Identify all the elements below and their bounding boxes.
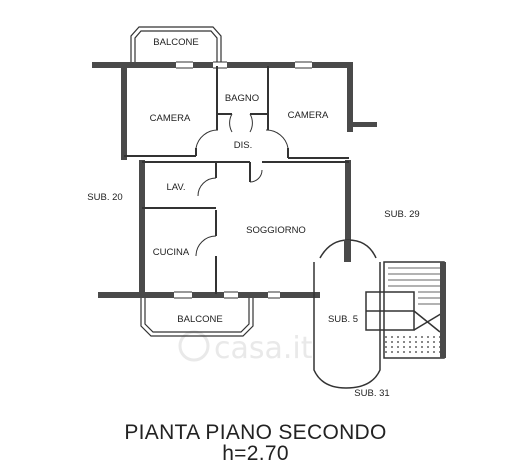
label-cucina: CUCINA xyxy=(153,247,190,258)
label-camera-right: CAMERA xyxy=(288,110,329,121)
balcony-top xyxy=(130,26,222,62)
plan-height: h=2.70 xyxy=(222,442,289,465)
door-swings xyxy=(174,61,312,299)
label-sub-31: SUB. 31 xyxy=(354,388,389,399)
label-balcone-top: BALCONE xyxy=(153,37,198,48)
label-dis: DIS. xyxy=(234,140,252,151)
plan-title: PIANTA PIANO SECONDO xyxy=(124,421,387,444)
floor-plan: casa.it xyxy=(87,26,446,399)
label-sub-5: SUB. 5 xyxy=(328,314,358,325)
label-balcone-bottom: BALCONE xyxy=(177,314,222,325)
balcony-bottom xyxy=(140,298,254,337)
label-camera-left: CAMERA xyxy=(150,113,191,124)
label-sub-20: SUB. 20 xyxy=(87,192,122,203)
label-sub-29: SUB. 29 xyxy=(384,209,419,220)
walls xyxy=(92,62,377,298)
partitions xyxy=(124,66,349,294)
stair-treads xyxy=(388,267,440,305)
label-lav: LAV. xyxy=(166,182,185,193)
watermark-text: casa.it xyxy=(214,331,313,366)
label-bagno: BAGNO xyxy=(225,93,259,104)
label-soggiorno: SOGGIORNO xyxy=(246,225,306,236)
watermark: casa.it xyxy=(178,330,313,366)
landing-dotted xyxy=(384,336,440,356)
stair-wall xyxy=(440,262,446,358)
